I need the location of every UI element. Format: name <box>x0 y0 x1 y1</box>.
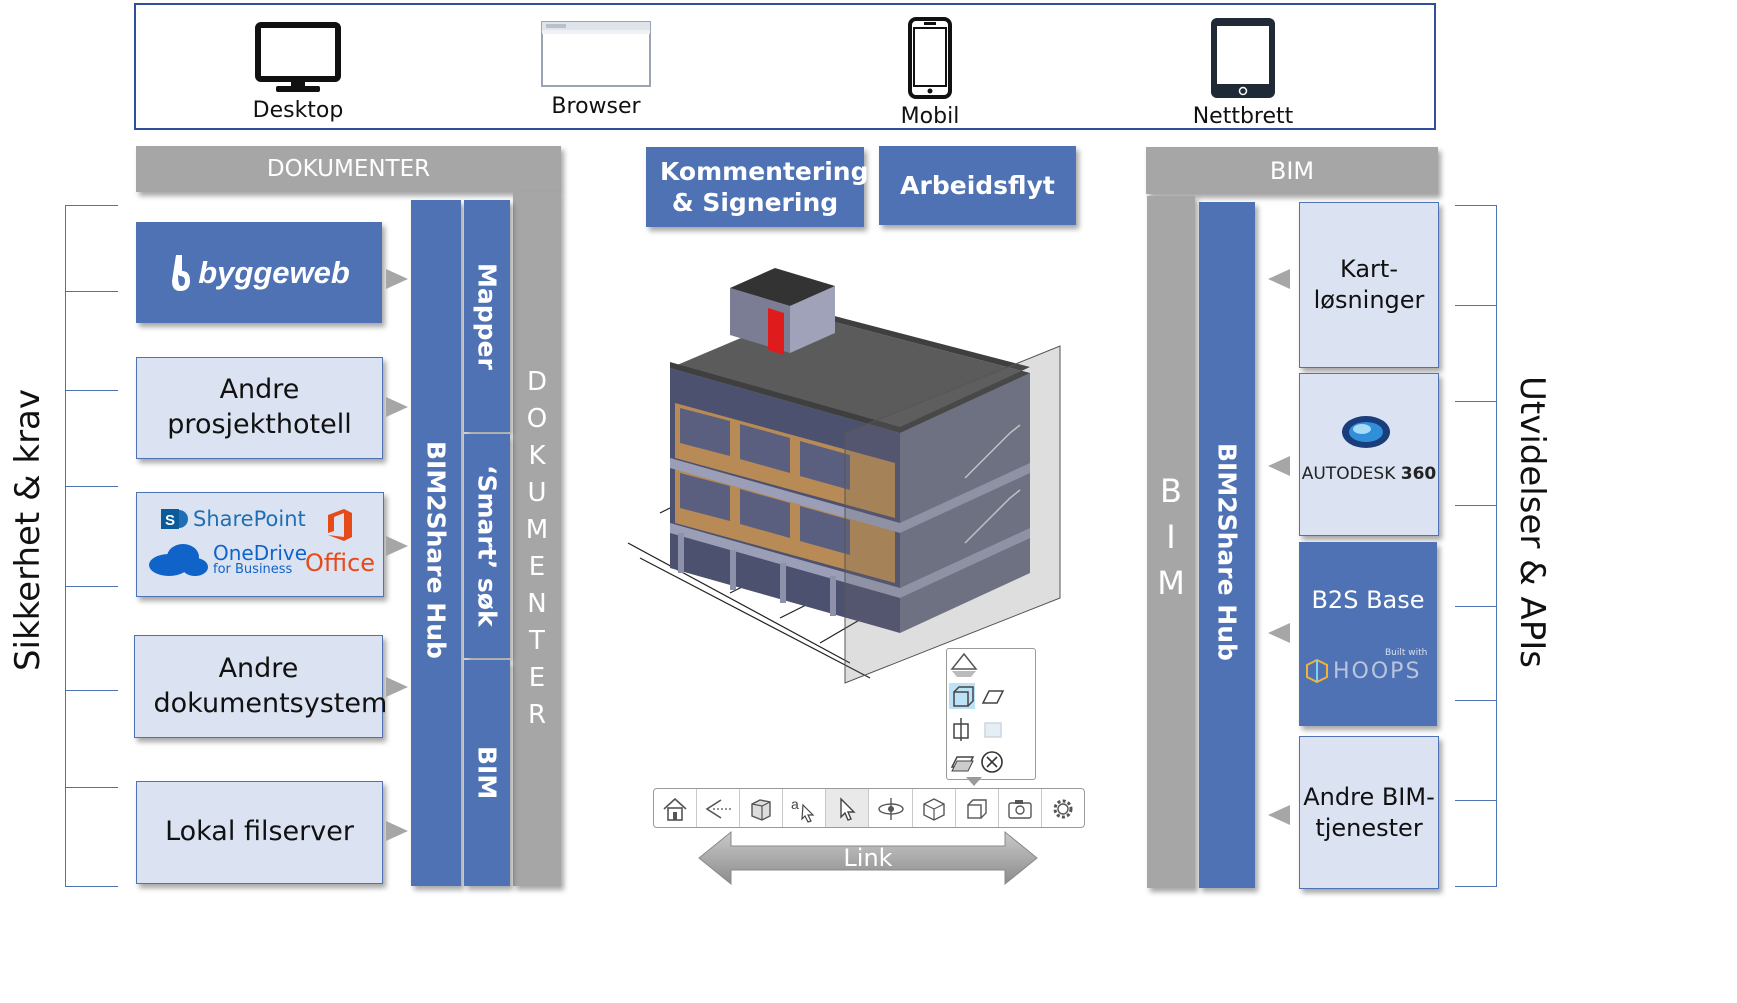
source-kartlosninger[interactable]: Kart- løsninger <box>1299 202 1439 368</box>
bim-header: BIM <box>1146 147 1438 194</box>
device-frame <box>134 3 1436 130</box>
markup-text-icon[interactable]: a <box>783 789 827 827</box>
left-side-label: Sikkerhet & krav <box>8 388 48 672</box>
viewer-toolbar: a <box>653 788 1085 828</box>
source-b2s-base[interactable]: B2S Base Built with HOOPS <box>1299 542 1437 726</box>
svg-text:S: S <box>165 512 175 529</box>
office-icon <box>328 509 353 541</box>
section-mapper: Mapper <box>464 200 510 432</box>
arrow-b2s-base <box>1268 623 1290 643</box>
arrow-dokumentsystem <box>386 677 408 697</box>
dokumenter-hub: BIM2Share Hub <box>411 200 461 886</box>
bim-hub: BIM2Share Hub <box>1199 202 1255 888</box>
section-box-x-icon[interactable] <box>949 683 977 711</box>
orbit-icon[interactable] <box>869 789 913 827</box>
camera-icon[interactable] <box>999 789 1042 827</box>
device-label-browser: Browser <box>551 94 641 119</box>
device-mobile: Mobil <box>840 16 1020 129</box>
dokumenter-header: DOKUMENTER <box>136 146 561 192</box>
viewer-section-popup <box>946 648 1036 780</box>
section-box-tool-icon[interactable] <box>956 789 999 827</box>
arrow-bim-tjenester <box>1268 805 1290 825</box>
button-kommentering-signering[interactable]: Kommentering & Signering <box>646 147 868 227</box>
hoops-logo: HOOPS <box>1305 658 1421 684</box>
right-bracket <box>1496 205 1497 887</box>
settings-gear-icon[interactable] <box>1042 789 1084 827</box>
cube-view-icon[interactable] <box>740 789 784 827</box>
button-arbeidsflyt[interactable]: Arbeidsflyt <box>879 146 1076 225</box>
view-direction-icon[interactable] <box>697 789 741 827</box>
home-icon[interactable] <box>654 789 698 827</box>
arrow-autodesk <box>1268 456 1290 476</box>
device-label-desktop: Desktop <box>252 98 344 123</box>
device-browser: Browser <box>506 20 686 119</box>
sharepoint-logo: S SharePoint <box>159 505 306 533</box>
mobile-phone-icon <box>908 17 952 99</box>
tablet-icon <box>1211 18 1275 98</box>
section-flip-icon[interactable] <box>949 747 977 775</box>
link-double-arrow <box>698 830 1038 886</box>
device-label-nettbrett: Nettbrett <box>1192 104 1294 129</box>
svg-text:a: a <box>791 796 799 812</box>
hoops-mark-icon <box>1306 658 1328 684</box>
autodesk-360-label: AUTODESK 360 <box>1301 464 1437 484</box>
autodesk-360-logo-icon <box>1342 416 1390 448</box>
device-tablet: Nettbrett <box>1153 16 1333 129</box>
close-icon[interactable] <box>979 749 1005 775</box>
dokumenter-vertical-bar: DOKUMENTER <box>513 192 561 886</box>
browser-window-icon <box>541 21 651 87</box>
device-label-mobil: Mobil <box>900 104 960 129</box>
arrow-kartlosninger <box>1268 269 1290 289</box>
left-bracket <box>65 205 66 887</box>
onedrive-logo: OneDrive for Business <box>147 541 307 577</box>
source-byggeweb[interactable]: byggeweb <box>136 222 382 323</box>
source-autodesk-360[interactable]: AUTODESK 360 <box>1299 373 1439 536</box>
right-side-label: Utvidelser & APIs <box>1512 376 1552 668</box>
building-model-illustration <box>627 268 1061 684</box>
section-box-y-icon[interactable] <box>979 683 1007 711</box>
device-desktop: Desktop <box>208 22 388 123</box>
select-pointer-icon[interactable] <box>826 789 870 827</box>
onedrive-cloud-icon <box>149 544 208 576</box>
section-disabled-icon <box>984 722 1002 738</box>
source-andre-dokumentsystem[interactable]: Andre dokumentsystem <box>134 635 387 738</box>
arrow-byggeweb <box>386 269 408 289</box>
sharepoint-icon: S <box>161 509 188 529</box>
arrow-filserver <box>386 821 408 841</box>
bim-vertical-bar: BIM <box>1147 196 1195 888</box>
link-label: Link <box>843 844 893 872</box>
source-lokal-filserver[interactable]: Lokal filserver <box>136 781 383 884</box>
source-sharepoint-onedrive-office[interactable]: S SharePoint OneDrive for Business Offic… <box>136 492 384 597</box>
source-andre-prosjekthotell[interactable]: Andre prosjekthotell <box>136 357 383 459</box>
source-andre-bim-tjenester[interactable]: Andre BIM- tjenester <box>1299 736 1439 889</box>
model-cube-icon[interactable] <box>913 789 956 827</box>
arrow-sharepoint <box>386 536 408 556</box>
desktop-monitor-icon <box>255 22 341 92</box>
section-plane-icon[interactable] <box>949 651 979 679</box>
arrow-prosjekthotell <box>386 397 408 417</box>
byggeweb-logo-icon <box>172 254 191 291</box>
section-bim: BIM <box>464 660 510 886</box>
office-logo: Office <box>305 507 375 577</box>
section-box-z-icon[interactable] <box>949 715 977 743</box>
section-smart-sok: ‘Smart’ søk <box>464 434 510 658</box>
